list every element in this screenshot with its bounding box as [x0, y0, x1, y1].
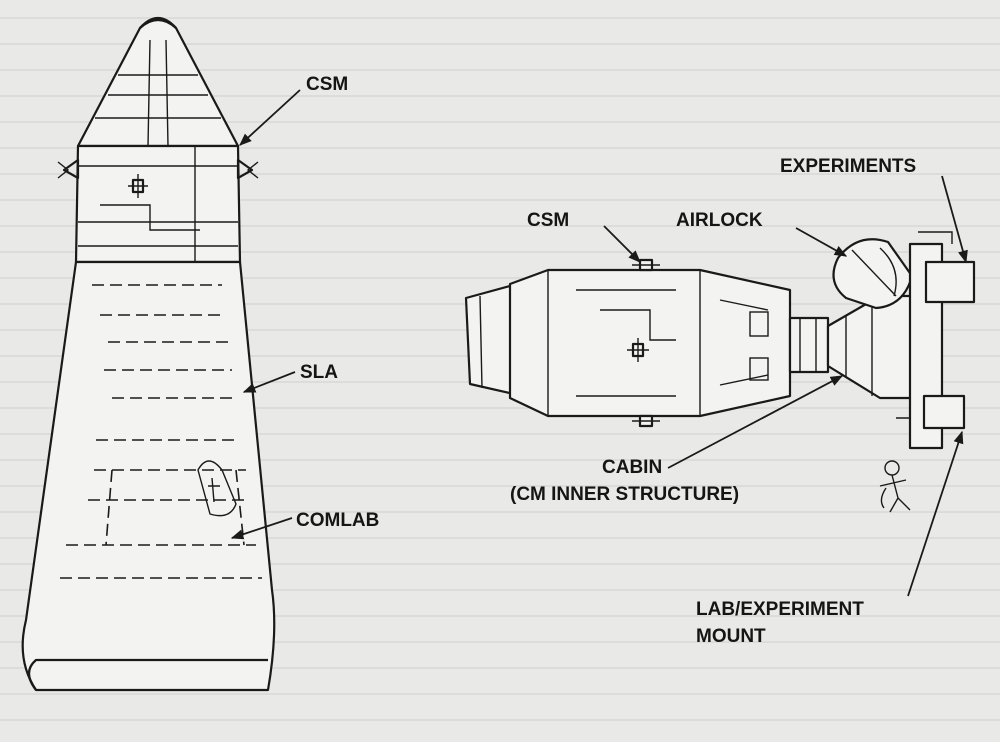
nose-stripes	[95, 74, 221, 119]
leader-lines	[230, 89, 968, 597]
astronaut-figure	[879, 460, 911, 513]
rcs-thruster-right	[236, 158, 259, 180]
label-sla: SLA	[300, 362, 338, 383]
leader-cabin	[667, 375, 844, 469]
leader-lab-mount	[907, 430, 964, 597]
csm-service-module	[508, 268, 792, 418]
docking-tunnel	[788, 316, 830, 374]
cm-window-lower	[749, 357, 769, 381]
service-module-body	[74, 144, 242, 264]
comlab-outline	[60, 284, 262, 579]
csm-nose-cone	[76, 18, 240, 148]
leader-csm-mid	[603, 225, 641, 263]
engine-bell	[464, 284, 516, 396]
label-lab-mount: LAB/EXPERIMENT	[696, 599, 864, 620]
csm-panels	[547, 270, 769, 416]
rcs-thruster-center	[128, 174, 148, 198]
comlab-equipment	[197, 460, 237, 517]
rcs-thruster-left	[57, 158, 80, 180]
leader-sla	[242, 371, 296, 393]
leader-csm-top	[239, 89, 301, 146]
leader-airlock	[795, 227, 848, 257]
label-lab-mount-sub: MOUNT	[696, 626, 766, 647]
airlock-module	[832, 238, 914, 310]
launch-stack	[21, 16, 276, 692]
orbital-assembly	[464, 231, 976, 513]
label-experiments: EXPERIMENTS	[780, 156, 916, 177]
sla-adapter	[21, 260, 276, 692]
label-csm-mid: CSM	[527, 210, 569, 231]
sla-base-lip	[27, 658, 268, 691]
experiment-box-lower	[922, 394, 966, 430]
nose-tip	[139, 16, 177, 29]
label-comlab: COMLAB	[296, 510, 379, 531]
service-module-panels	[78, 146, 238, 262]
label-csm-top: CSM	[306, 74, 348, 95]
rcs-bottom	[632, 414, 660, 428]
leader-experiments	[941, 175, 968, 264]
rcs-center	[627, 338, 649, 362]
cm-window-upper	[749, 311, 769, 337]
leader-comlab	[230, 517, 293, 540]
experiment-box-upper	[924, 260, 976, 304]
rcs-top	[632, 258, 660, 272]
label-cabin-sub: (CM INNER STRUCTURE)	[510, 484, 739, 505]
label-airlock: AIRLOCK	[676, 210, 763, 231]
label-cabin: CABIN	[602, 457, 662, 478]
